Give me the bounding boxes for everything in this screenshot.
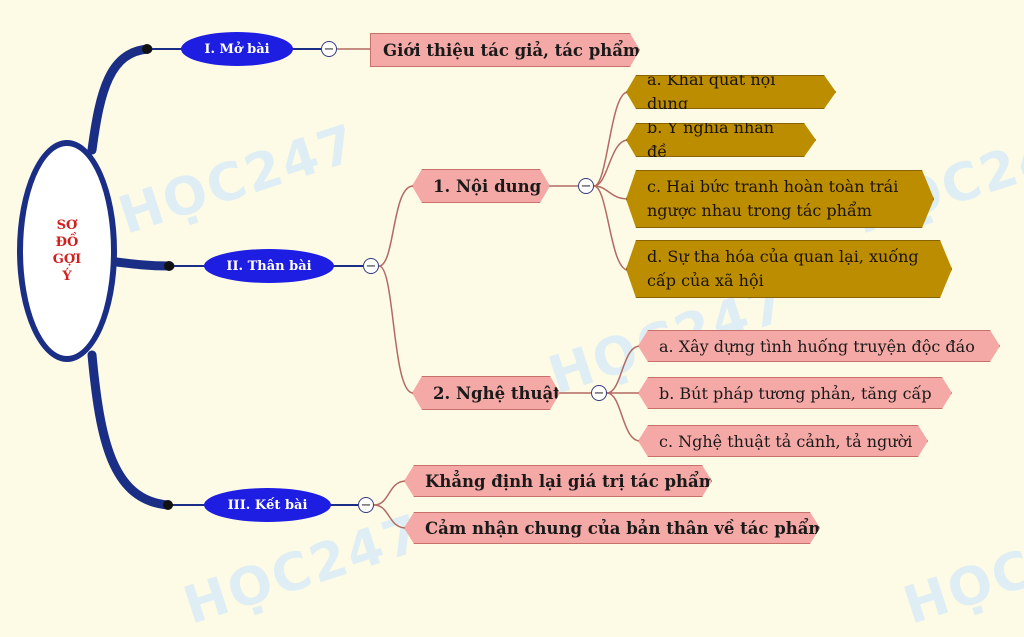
node-nghe-thuat-b[interactable]: b. Bút pháp tương phản, tăng cấp [638,377,952,409]
connector-lines [87,44,641,529]
node-noi-dung-c[interactable]: c. Hai bức tranh hoàn toàn trái ngược nh… [626,170,934,228]
collapse-toggle-icon[interactable]: − [358,497,374,513]
collapse-toggle-icon[interactable]: − [321,41,337,57]
node-than-bai[interactable]: II. Thân bài [204,249,334,283]
root-title: SƠ ĐỒ GỢI Ý [52,218,82,284]
node-mo-bai[interactable]: I. Mở bài [181,32,293,66]
node-ket-bai[interactable]: III. Kết bài [204,488,331,522]
node-nghe-thuat-c[interactable]: c. Nghệ thuật tả cảnh, tả người [638,425,928,457]
branch-dot [142,44,152,54]
node-khang-dinh[interactable]: Khẳng định lại giá trị tác phẩm [404,465,712,497]
node-nghe-thuat[interactable]: 2. Nghệ thuật [412,376,560,410]
node-nghe-thuat-a[interactable]: a. Xây dựng tình huống truyện độc đáo [638,330,1000,362]
root-node[interactable]: SƠ ĐỒ GỢI Ý [17,140,117,362]
collapse-toggle-icon[interactable]: − [591,385,607,401]
node-cam-nhan[interactable]: Cảm nhận chung của bản thân về tác phẩm [404,512,820,544]
node-gioi-thieu[interactable]: Giới thiệu tác giả, tác phẩm [370,33,640,67]
node-noi-dung-d[interactable]: d. Sự tha hóa của quan lại, xuống cấp củ… [626,240,952,298]
branch-dot [164,261,174,271]
branch-dot [163,500,173,510]
mind-map: HỌC247 HỌC247 HỌC247 HỌC247 HỌC247 [17,32,1024,637]
node-noi-dung-b[interactable]: b. Ý nghĩa nhan đề [626,123,816,157]
node-noi-dung[interactable]: 1. Nội dung [412,169,550,203]
collapse-toggle-icon[interactable]: − [363,258,379,274]
node-noi-dung-a[interactable]: a. Khái quát nội dung [626,75,836,109]
collapse-toggle-icon[interactable]: − [578,178,594,194]
